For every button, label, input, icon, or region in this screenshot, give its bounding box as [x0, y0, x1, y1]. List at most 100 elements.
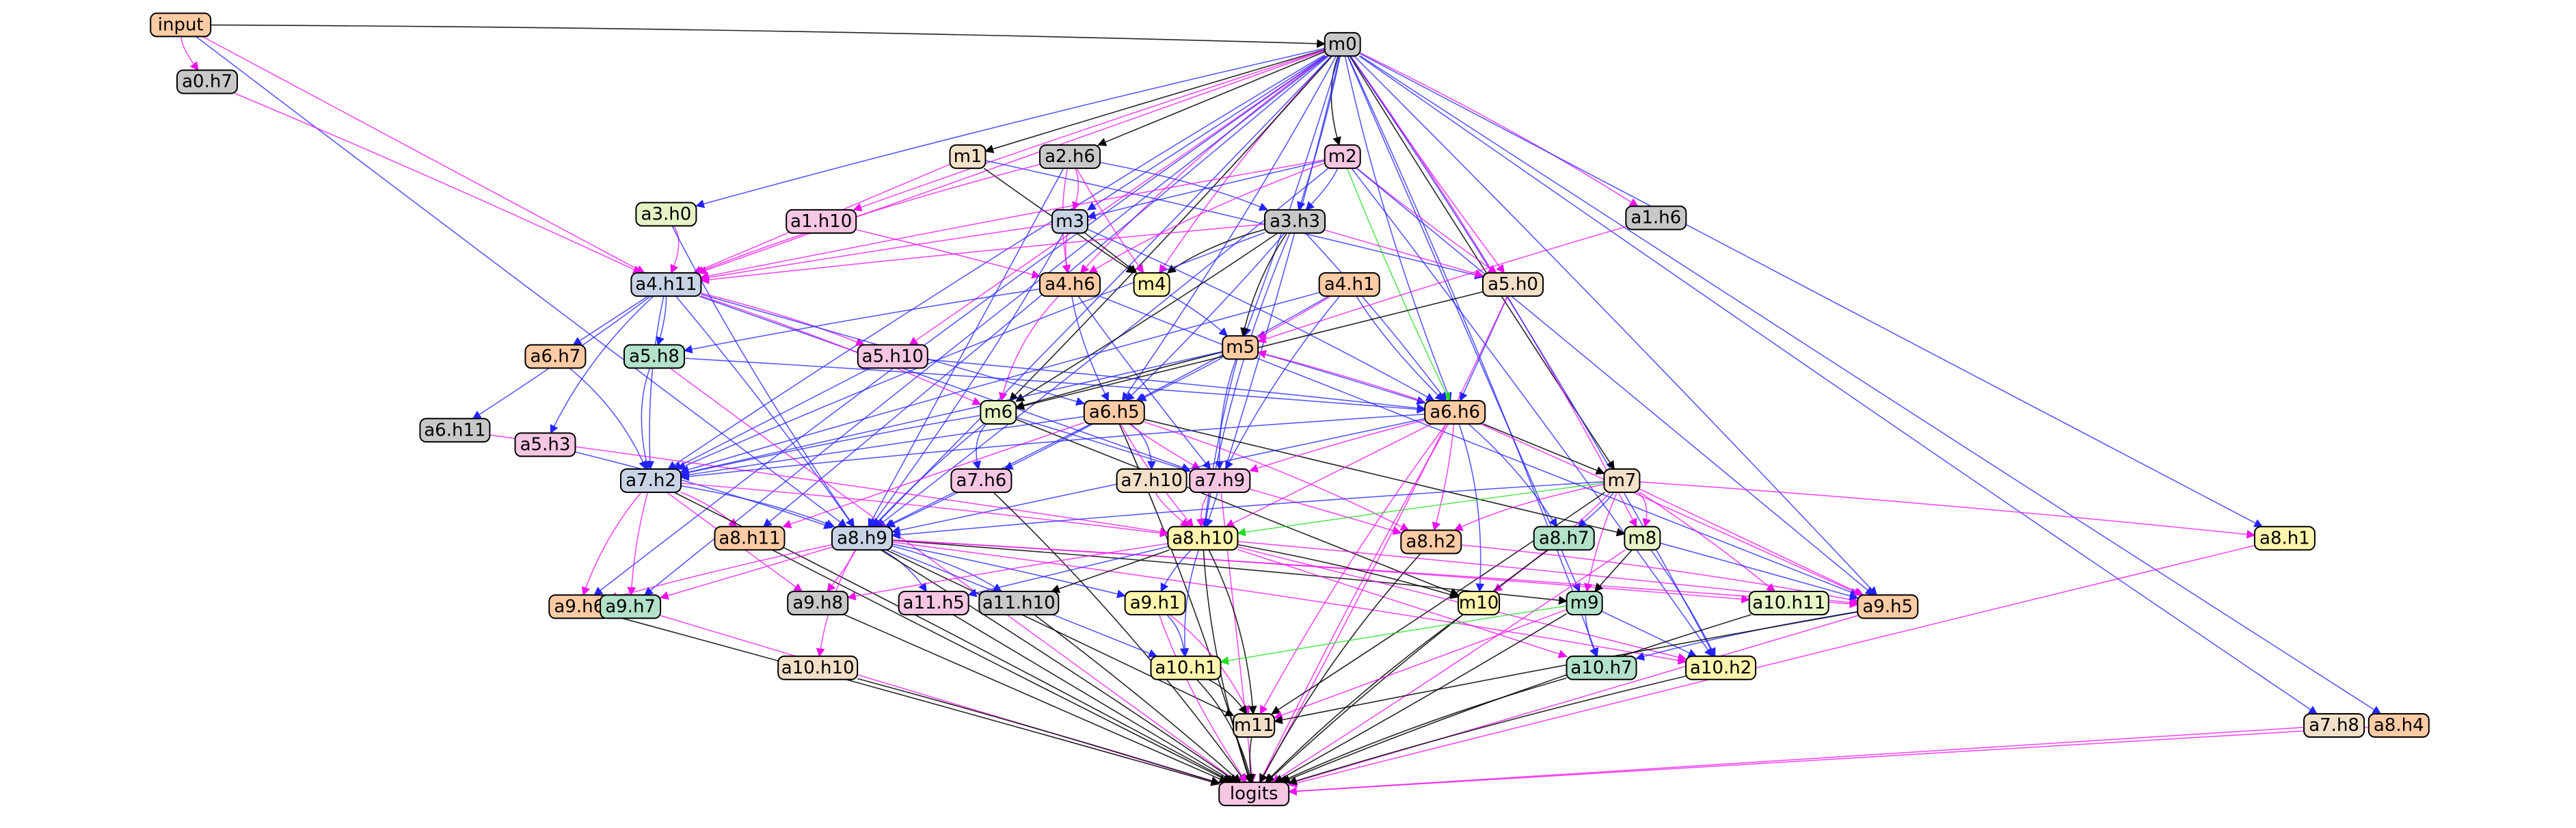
node-label: a1.h10: [790, 211, 852, 232]
node-a8-h1: a8.h1: [2253, 526, 2316, 551]
edge-input-to-a0.h7: [180, 36, 199, 71]
node-box: [1324, 144, 1361, 170]
edge-a2.h6-to-a4.h11: [695, 163, 1041, 274]
node-box: [150, 12, 212, 38]
node-a9-h8: a9.h8: [787, 591, 849, 615]
edge-a7.h9-to-a8.h2: [1250, 488, 1402, 535]
edge-m0-to-m1: [984, 49, 1325, 153]
node-box: [1566, 591, 1603, 615]
edge-m5-to-a7.h2: [680, 351, 1223, 477]
node-label: m2: [1328, 146, 1357, 167]
edge-m9-to-a10.h2: [1602, 611, 1698, 657]
edge-a2.h6-to-m3: [1072, 168, 1081, 211]
node-label: a7.h6: [956, 470, 1007, 491]
edge-a5.h8-to-a6.h6: [684, 358, 1426, 414]
edge-a4.h11-to-a8.h9: [675, 295, 855, 528]
edge-m0-to-m5: [1243, 55, 1340, 337]
edge-a3.h3-to-m4: [1166, 228, 1265, 273]
edge-a8.h9-to-a9.h1: [891, 544, 1126, 598]
node-box: [950, 468, 1012, 493]
edge-a4.h6-to-a5.h8: [683, 288, 1041, 354]
edge-a7.h6-to-a8.h9: [886, 492, 959, 528]
node-box: [1167, 526, 1239, 551]
edge-a3.h3-to-m5: [1240, 232, 1288, 337]
node-a1-h6: a1.h6: [1625, 205, 1687, 230]
edge-m0-to-a4.h6: [1079, 55, 1327, 274]
edge-m5-to-a6.h6: [1257, 351, 1426, 405]
node-a8-h7: a8.h7: [1533, 526, 1595, 551]
edge-m3-to-a4.h6: [1062, 232, 1071, 274]
edge-a11.h5-to-logits: [952, 614, 1235, 783]
edge-m0-to-a10.h7: [1347, 55, 1599, 658]
edge-a6.h6-to-m10: [1458, 423, 1485, 593]
node-label: a7.h9: [1194, 470, 1245, 491]
edge-a6.h6-to-a8.h7: [1468, 423, 1557, 528]
edge-m2-to-a10.h2: [1351, 168, 1713, 657]
node-label: a8.h11: [719, 528, 780, 548]
node-box: [1424, 400, 1486, 425]
node-box: [980, 400, 1017, 425]
edge-a7.h2-to-a8.h10: [680, 482, 1169, 537]
edge-a3.h3-to-a5.h0: [1324, 229, 1484, 278]
edge-a8.h9-to-logits: [880, 549, 1238, 783]
edge-m9-to-logits: [1274, 613, 1568, 783]
node-label: a10.h7: [1570, 658, 1632, 678]
edge-layer: [180, 24, 2382, 796]
node-a6-h7: a6.h7: [524, 344, 587, 369]
edge-a8.h9-to-a11.h5: [882, 549, 927, 593]
edge-a6.h5-to-a7.h10: [1129, 423, 1156, 470]
edge-a8.h10-to-a10.h7: [1237, 548, 1568, 658]
edge-a8.h10-to-a9.h1: [1160, 549, 1192, 593]
edge-m7-to-m8: [1637, 492, 1651, 528]
edge-m0-to-a9.h5: [1354, 55, 1878, 596]
edge-a10.h1-to-m11: [1208, 679, 1247, 715]
edge-a6.h5-to-a7.h9: [1129, 423, 1201, 470]
edge-a8.h10-to-a11.h10: [1050, 549, 1170, 593]
edge-a8.h9-to-a9.h5: [891, 539, 1859, 609]
edge-m0-to-a3.h0: [695, 48, 1325, 209]
edge-m0-to-a9.h6: [593, 55, 1326, 596]
node-label: a6.h6: [1430, 402, 1480, 423]
node-m5: m5: [1222, 335, 1259, 360]
edge-a6.h6-to-a8.h2: [1432, 423, 1455, 531]
node-label: a5.h0: [1488, 274, 1538, 295]
node-a6-h6: a6.h6: [1424, 400, 1486, 425]
edge-m0-to-a5.h10: [909, 55, 1326, 346]
node-label: a5.h10: [862, 346, 924, 366]
edge-a7.h6-to-logits: [993, 492, 1246, 784]
node-box: [831, 526, 893, 551]
node-label: logits: [1230, 784, 1278, 804]
edge-a6.h5-to-a8.h11: [782, 422, 1085, 529]
node-box: [176, 69, 238, 94]
edge-m3-to-a8.h9: [870, 232, 1064, 528]
node-box: [1222, 335, 1259, 360]
node-a5-h0: a5.h0: [1482, 272, 1544, 297]
node-a11-h10: a11.h10: [978, 591, 1060, 615]
node-box: [1482, 272, 1544, 297]
edge-a6.h5-to-a7.h6: [1004, 423, 1093, 470]
node-a9-h6: a9.h6: [548, 594, 611, 619]
edge-a4.h1-to-m5: [1257, 295, 1332, 338]
node-a7-h9: a7.h9: [1189, 468, 1251, 493]
edge-m0-to-a8.h4: [1360, 55, 2382, 715]
node-m1: m1: [949, 144, 987, 170]
node-label: a6.h11: [424, 420, 485, 440]
edge-m7-to-m11: [1271, 492, 1606, 715]
edge-a5.h3-to-a8.h9: [575, 451, 833, 529]
edge-a8.h10-to-a10.h1: [1180, 550, 1200, 658]
edge-input-to-a4.h11: [202, 36, 645, 273]
edge-a10.h2-to-logits: [1287, 676, 1687, 786]
node-label: a9.h8: [792, 593, 843, 613]
node-a7-h8: a7.h8: [2303, 713, 2365, 738]
node-box: [1039, 144, 1101, 170]
node-box: [786, 209, 857, 234]
edge-m6-to-a7.h2: [680, 414, 981, 477]
edge-a5.h10-to-a6.h6: [927, 359, 1426, 413]
edge-a4.h6-to-a6.h5: [1071, 295, 1110, 402]
node-box: [524, 344, 587, 369]
node-box: [2253, 526, 2316, 551]
edge-a8.h9-to-a9.h7: [659, 546, 833, 600]
node-a7-h2: a7.h2: [620, 468, 682, 493]
edge-m7-to-m9: [1583, 492, 1618, 593]
